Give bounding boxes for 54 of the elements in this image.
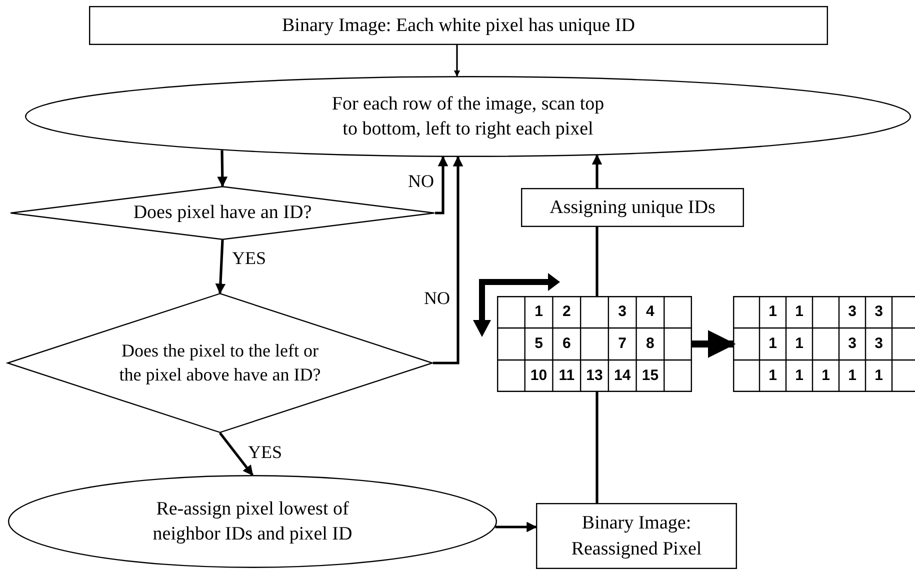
- node-text: Does pixel have an ID?: [132, 201, 313, 226]
- edge-label: NO: [407, 172, 435, 190]
- arrow: [218, 432, 254, 476]
- cell-value: 5: [534, 336, 544, 351]
- arrow: [692, 330, 736, 358]
- cell-value: 8: [645, 336, 656, 351]
- cell-value: 1: [768, 304, 778, 319]
- pixel-grid: [733, 296, 915, 392]
- node-text: Re-assign pixel lowest of neighbor IDs and pixel ID: [152, 496, 354, 546]
- cell-value: 1: [847, 368, 858, 383]
- process-ellipse: [8, 475, 497, 568]
- cell-value: 1: [794, 368, 804, 383]
- cell-value: 4: [645, 304, 656, 319]
- cell-value: 13: [585, 368, 604, 383]
- cell-value: 15: [640, 368, 660, 383]
- cell-value: 3: [617, 304, 628, 319]
- edge-label: YES: [231, 249, 267, 267]
- arrow: [435, 156, 448, 214]
- arrow: [215, 240, 226, 294]
- cell-value: 11: [558, 368, 576, 383]
- cell-value: 3: [874, 304, 884, 319]
- cell-value: 1: [768, 368, 778, 383]
- cell-value: 1: [768, 336, 778, 351]
- arrow: [433, 156, 464, 364]
- arrow: [495, 522, 538, 532]
- node-text: Assigning unique IDs: [548, 196, 716, 220]
- node-text: Binary Image: Reassigned Pixel: [570, 511, 703, 561]
- pixel-grid: [497, 296, 692, 392]
- arrow: [217, 150, 228, 188]
- cell-value: 2: [561, 304, 572, 319]
- edge-label: NO: [423, 289, 451, 307]
- cell-value: 1: [820, 368, 831, 383]
- cell-value: 3: [847, 336, 858, 351]
- process-box: [521, 188, 744, 227]
- cell-value: 1: [874, 368, 884, 383]
- process-box: [536, 503, 737, 569]
- cell-value: 6: [561, 336, 572, 351]
- process-ellipse: [25, 76, 911, 157]
- decision-diamond: [10, 186, 435, 240]
- cell-value: 1: [534, 304, 544, 319]
- edge-label: YES: [247, 443, 283, 461]
- node-text: Does the pixel to the left or the pixel above have an ID?: [118, 340, 322, 387]
- arrow: [592, 154, 602, 188]
- cell-value: 3: [874, 336, 884, 351]
- cell-value: 14: [613, 368, 632, 383]
- cell-value: 3: [847, 304, 858, 319]
- process-box: [89, 6, 828, 45]
- cell-value: 1: [794, 336, 804, 351]
- node-text: For each row of the image, scan top to bottom, left to right each pixel: [330, 92, 606, 142]
- arrow: [454, 45, 460, 77]
- node-text: Binary Image: Each white pixel has unique ID: [281, 14, 636, 38]
- cell-value: 10: [529, 368, 548, 383]
- cell-value: 1: [794, 304, 804, 319]
- cell-value: 7: [617, 336, 628, 351]
